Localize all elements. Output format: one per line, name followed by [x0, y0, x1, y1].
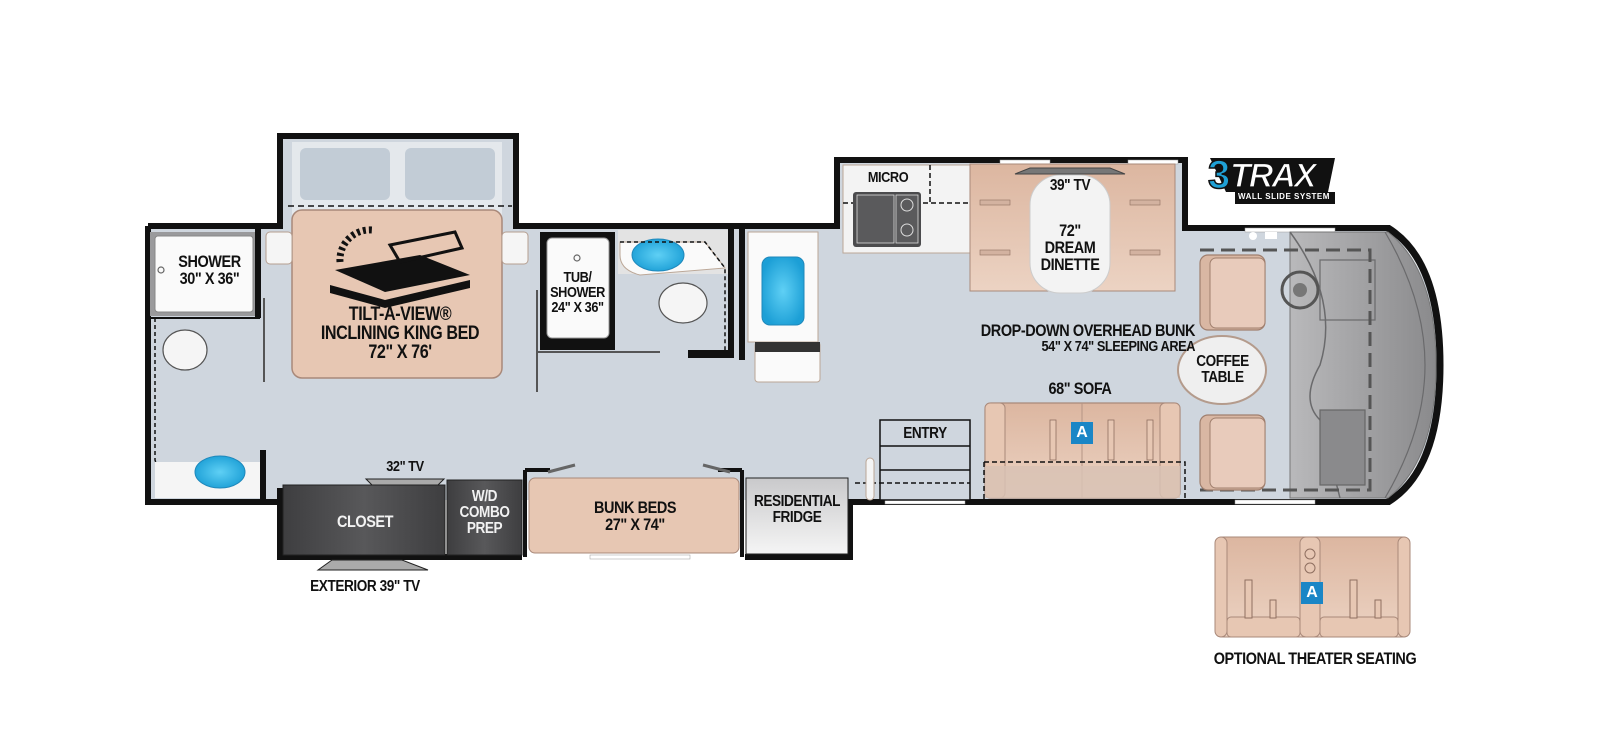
- bed-brand: TILT-A-VIEW®: [348, 304, 452, 325]
- vanity: [739, 228, 821, 383]
- logo-3: 3: [1207, 152, 1231, 198]
- fridge-label: RESIDENTIAL FRIDGE: [753, 493, 840, 526]
- cab-chair-top: [1199, 254, 1266, 331]
- shower-label: SHOWER 30" X 36": [169, 253, 250, 287]
- sink-vanity: [761, 256, 805, 326]
- optional-theater-label: OPTIONAL THEATER SEATING: [1213, 649, 1417, 668]
- galley: [842, 164, 974, 254]
- coffee-table: [1177, 335, 1267, 405]
- mid-bath: [536, 228, 734, 392]
- king-bed: [265, 142, 529, 379]
- tub-size: 24" X 36": [551, 299, 604, 316]
- wd-line1: W/D: [471, 488, 498, 505]
- tub-shower-label: TUB/ SHOWER 24" X 36": [550, 270, 605, 315]
- sofa-option-badge: A: [1071, 422, 1093, 444]
- cab-front-wall: [1386, 225, 1444, 505]
- overhead-bunk-label: DROP-DOWN OVERHEAD BUNK 54" X 74" SLEEPI…: [978, 321, 1196, 355]
- sink-mid: [631, 238, 685, 272]
- exterior-tv-label: EXTERIOR 39" TV: [310, 578, 420, 595]
- dinette-tv-label: 39" TV: [1049, 177, 1091, 194]
- bed-size: 72" X 76': [368, 342, 432, 363]
- logo-trax: TRAX: [1229, 156, 1317, 195]
- shower-size: 30" X 36": [179, 269, 240, 288]
- bunk-beds-label: BUNK BEDS 27" X 74": [571, 499, 699, 533]
- dream-dinette: [969, 163, 1176, 294]
- residential-fridge: [745, 477, 849, 555]
- tub-line1: TUB/: [563, 269, 592, 286]
- wd-combo: [446, 479, 523, 556]
- dinette-line3: DINETTE: [1040, 255, 1100, 274]
- exterior-walls: [145, 133, 1390, 560]
- theater-option-badge: A: [1301, 582, 1323, 604]
- micro-label: MICRO: [867, 169, 909, 186]
- bed-title: INCLINING KING BED: [320, 323, 480, 344]
- fridge-line2: FRIDGE: [772, 509, 822, 526]
- tilt-bed-icon: [330, 226, 470, 308]
- entry-label: ENTRY: [903, 425, 947, 442]
- sofa: [983, 402, 1186, 500]
- coffee-table-label: COFFEE TABLE: [1186, 354, 1258, 386]
- toilet-rear: [162, 329, 208, 371]
- closet-block: [282, 478, 446, 571]
- bunk-beds: [523, 463, 744, 557]
- closet-tv-label: 32" TV: [386, 458, 424, 475]
- cockpit: [1200, 231, 1437, 499]
- dinette-label: 72" DREAM DINETTE: [1036, 222, 1104, 273]
- sink-rear: [194, 455, 246, 489]
- entry-steps: [855, 419, 971, 501]
- dinette-line2: DREAM: [1044, 238, 1096, 257]
- tub-line2: SHOWER: [550, 284, 605, 301]
- coffee-line2: TABLE: [1201, 369, 1244, 386]
- logo-sub: WALL SLIDE SYSTEM: [1238, 192, 1330, 201]
- closet-label: CLOSET: [336, 512, 394, 531]
- bunk-title: BUNK BEDS: [593, 498, 677, 517]
- logo-3trax: 3 TRAX WALL SLIDE SYSTEM: [1207, 152, 1338, 205]
- coffee-line1: COFFEE: [1196, 353, 1249, 370]
- rear-bath: [150, 228, 266, 500]
- 3trax-logo: [1210, 158, 1335, 204]
- bunk-size: 27" X 74": [605, 515, 665, 534]
- fridge-line1: RESIDENTIAL: [753, 493, 840, 510]
- shower-title: SHOWER: [178, 252, 241, 271]
- toilet-mid: [658, 282, 708, 324]
- overhead-bunk-size: 54" X 74" SLEEPING AREA: [1041, 338, 1196, 355]
- sofa-label: 68" SOFA: [1048, 379, 1112, 398]
- wd-line3: PREP: [466, 520, 503, 537]
- bed-label: TILT-A-VIEW® INCLINING KING BED 72" X 76…: [311, 305, 490, 362]
- wd-line2: COMBO: [459, 504, 510, 521]
- dinette-size: 72": [1059, 221, 1081, 240]
- wd-label: W/D COMBO PREP: [453, 489, 517, 537]
- cab-chair-bottom: [1199, 414, 1266, 491]
- overhead-bunk-title: DROP-DOWN OVERHEAD BUNK: [980, 321, 1196, 340]
